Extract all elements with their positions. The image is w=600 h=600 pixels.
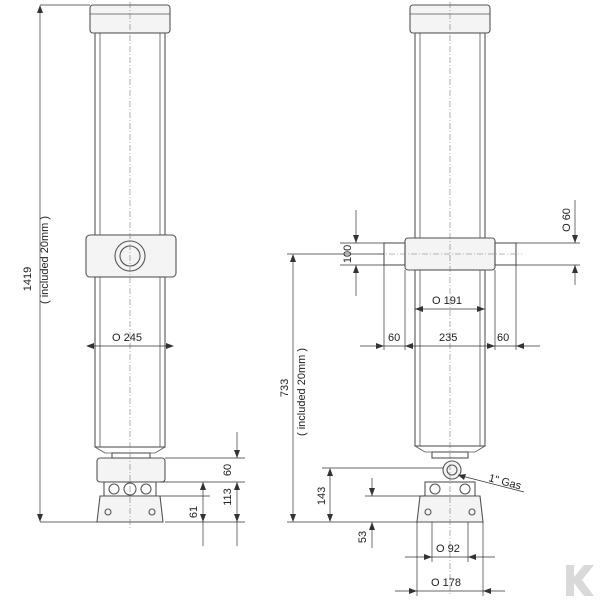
- left-rod: [111, 452, 151, 459]
- left-cylinder-view: 1419 ( included 20mm ) O 245 60 113 61: [22, 2, 245, 546]
- right-cylinder-view: O 60 100 733 ( included 20mm ) O 191 60: [279, 2, 580, 596]
- base-diameter-inner-label: O 92: [436, 543, 460, 555]
- pin-diameter-label: O 60: [561, 208, 573, 232]
- span-center-label: 235: [439, 332, 457, 344]
- base-dim-113: 113: [222, 488, 234, 506]
- port-label: 1" Gas: [487, 472, 523, 492]
- base-dim-60: 60: [222, 464, 234, 476]
- base-offset-label: 53: [357, 531, 369, 543]
- base-dim-61: 61: [188, 506, 200, 518]
- base-height-label: 143: [316, 487, 328, 505]
- right-port-fitting: [442, 460, 462, 480]
- collar-diameter-label: O 191: [432, 295, 462, 307]
- brand-logo: [566, 565, 594, 596]
- span-right-label: 60: [497, 332, 509, 344]
- overall-height-label: 1419: [22, 267, 34, 291]
- left-diameter-label: O 245: [112, 332, 142, 344]
- base-diameter-outer-label: O 178: [431, 577, 461, 589]
- span-left-label: 60: [388, 332, 400, 344]
- stroke-height-note: ( included 20mm ): [296, 348, 308, 436]
- overall-height-note: ( included 20mm ): [39, 216, 51, 304]
- stroke-height-label: 733: [279, 379, 291, 397]
- left-base-ring: [96, 457, 166, 483]
